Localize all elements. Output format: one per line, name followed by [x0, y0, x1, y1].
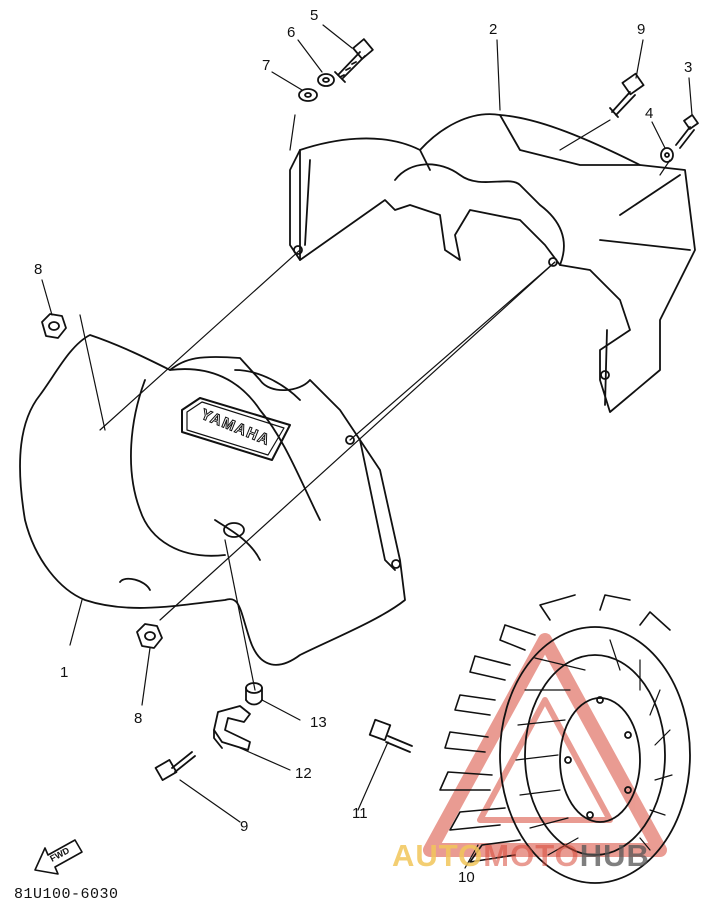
callout-4: 4: [645, 105, 654, 122]
callout-13: 13: [310, 714, 327, 731]
watermark-text: AUTOMOTOHUB: [392, 838, 650, 874]
callout-9-top: 9: [637, 21, 646, 38]
callout-2: 2: [489, 21, 498, 38]
callout-leaders: [41, 24, 693, 869]
callout-1: 1: [60, 664, 69, 681]
bolt-9-top-icon: [609, 72, 645, 118]
callout-10: 10: [458, 869, 475, 886]
bolt-3-icon: [675, 114, 699, 149]
callout-9-lower: 9: [240, 818, 249, 835]
nut-8-upper-icon: [41, 313, 67, 339]
bolt-5-icon: [334, 38, 374, 83]
callout-5: 5: [310, 7, 319, 24]
callout-8-lower: 8: [134, 710, 143, 727]
forward-arrow-label: FWD: [48, 845, 71, 864]
callout-6: 6: [287, 24, 296, 41]
forward-arrow-icon: [34, 839, 83, 875]
bolt-11-icon: [368, 718, 413, 753]
watermark-part-3: HUB: [579, 838, 650, 873]
callout-7: 7: [262, 57, 271, 74]
diagram-code: 81U100-6030: [14, 886, 119, 903]
clamp-12-icon: [213, 705, 251, 751]
watermark-triangle-icon: [423, 633, 667, 857]
flywheel-fan-icon: [439, 594, 691, 884]
washer-7-icon: [298, 88, 318, 102]
washer-6-icon: [317, 73, 335, 87]
bolt-9-lower-icon: [154, 751, 196, 781]
watermark-part-1: AUTO: [392, 838, 484, 873]
collar-13-icon: [245, 682, 263, 706]
callout-12: 12: [295, 765, 312, 782]
nut-8-lower-icon: [136, 623, 163, 649]
alignment-lines: [79, 114, 671, 691]
callout-3: 3: [684, 59, 693, 76]
watermark-part-2: MOTO: [483, 838, 580, 873]
callout-11: 11: [352, 805, 368, 822]
lower-main-cover: [19, 334, 406, 666]
callout-8-upper: 8: [34, 261, 43, 278]
washer-4-icon: [660, 147, 674, 163]
upper-shroud: [289, 113, 696, 413]
